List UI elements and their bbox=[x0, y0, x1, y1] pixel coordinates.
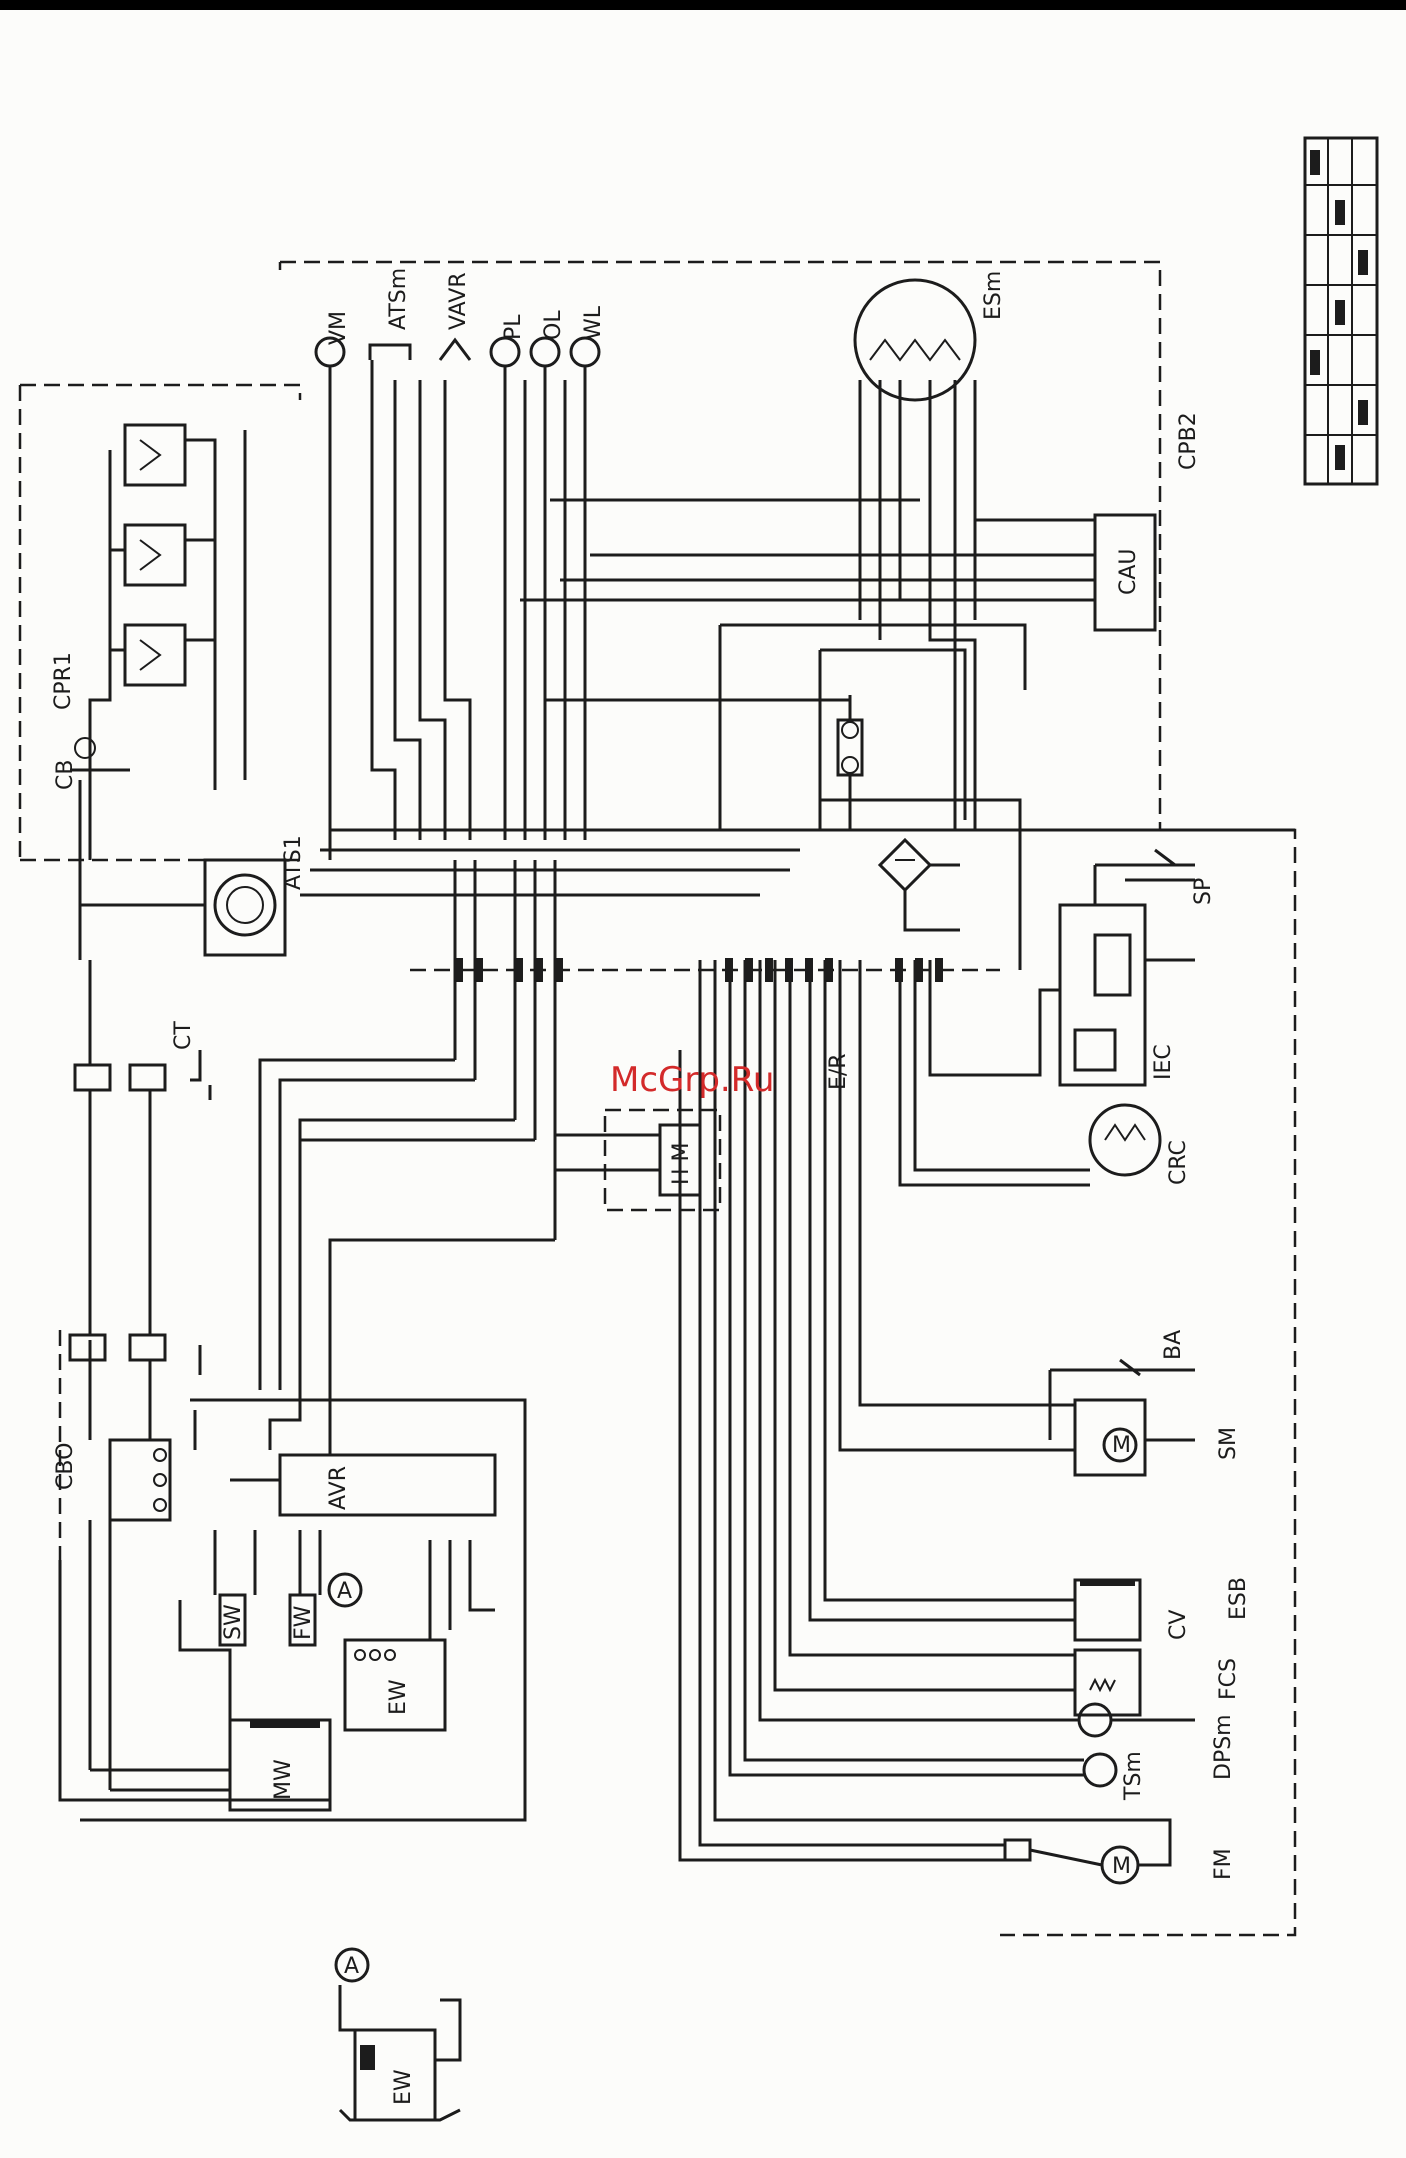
label-ol: OL bbox=[541, 310, 566, 340]
label-sp: SP bbox=[1191, 878, 1216, 905]
label-sm-motor: M bbox=[1112, 1433, 1131, 1458]
label-ct: CT bbox=[171, 1021, 196, 1050]
relay-3 bbox=[125, 625, 185, 685]
label-cv: CV bbox=[1166, 1610, 1191, 1640]
frame-esb bbox=[1000, 830, 1295, 1935]
label-fm-motor: M bbox=[1112, 1854, 1131, 1879]
motor-ats1 bbox=[205, 860, 285, 955]
label-avr: AVR bbox=[326, 1466, 351, 1510]
label-ba: BA bbox=[1161, 1330, 1186, 1360]
meter-ol bbox=[531, 338, 559, 366]
legend-table bbox=[1305, 138, 1377, 484]
circuit-breaker-cb bbox=[70, 738, 130, 770]
switch-vavr bbox=[440, 340, 470, 360]
unit-hm bbox=[605, 1110, 720, 1210]
label-a-top: A bbox=[337, 1579, 352, 1604]
motor-crc bbox=[1090, 1105, 1160, 1175]
watermark-text: McGrp.Ru bbox=[610, 1060, 774, 1100]
label-cbo: CBO bbox=[53, 1443, 78, 1490]
label-ew-bottom: EW bbox=[391, 2069, 416, 2105]
label-tsm: TSm bbox=[1121, 1751, 1146, 1801]
label-a-bottom: A bbox=[344, 1954, 359, 1979]
label-esb: ESB bbox=[1226, 1577, 1251, 1620]
unit-cv bbox=[1075, 1580, 1140, 1640]
label-cpr1: CPR1 bbox=[51, 652, 76, 710]
label-cau: CAU bbox=[1116, 548, 1141, 595]
label-vm: VM bbox=[326, 311, 351, 345]
label-cpb2: CPB2 bbox=[1176, 412, 1201, 470]
diode-bridge bbox=[880, 840, 930, 890]
label-mw: MW bbox=[271, 1759, 296, 1800]
switch-atsm bbox=[370, 345, 410, 360]
label-esm: ESm bbox=[981, 271, 1006, 320]
label-sm: SM bbox=[1216, 1427, 1241, 1460]
label-wl: WL bbox=[581, 305, 606, 340]
label-pl: PL bbox=[501, 314, 526, 340]
label-cb: CB bbox=[53, 760, 78, 790]
unit-fcs bbox=[1075, 1650, 1140, 1715]
label-fcs: FCS bbox=[1216, 1658, 1241, 1700]
meter-wl bbox=[571, 338, 599, 366]
label-iec: IEC bbox=[1151, 1044, 1176, 1080]
label-ew-top: EW bbox=[386, 1679, 411, 1715]
meter-pl bbox=[491, 338, 519, 366]
label-sw: SW bbox=[221, 1604, 246, 1640]
label-ats1: ATS1 bbox=[281, 835, 306, 890]
relay-2 bbox=[125, 525, 185, 585]
switch-ba bbox=[1050, 1360, 1195, 1375]
unit-sp bbox=[1095, 850, 1195, 905]
label-crc: CRC bbox=[1166, 1140, 1191, 1185]
label-dpsm: DPSm bbox=[1211, 1714, 1236, 1780]
relay-1 bbox=[125, 425, 185, 485]
label-atsm: ATSm bbox=[386, 268, 411, 330]
terminal-ct bbox=[75, 1050, 210, 1100]
terminal-block-left bbox=[110, 1440, 170, 1520]
unit-iec bbox=[1060, 905, 1145, 1085]
terminal-strip bbox=[410, 958, 1000, 982]
relay-coil-center bbox=[838, 720, 862, 775]
unit-avr bbox=[280, 1455, 495, 1515]
motor-esm bbox=[855, 280, 975, 400]
label-hm: H M bbox=[669, 1142, 694, 1185]
label-fm: FM bbox=[1211, 1848, 1236, 1880]
sensor-tsm bbox=[1084, 1754, 1116, 1786]
motor-sm bbox=[1075, 1400, 1145, 1475]
label-fw: FW bbox=[291, 1605, 316, 1640]
label-vavr: VAVR bbox=[446, 272, 471, 330]
label-er: E/R bbox=[826, 1053, 851, 1090]
